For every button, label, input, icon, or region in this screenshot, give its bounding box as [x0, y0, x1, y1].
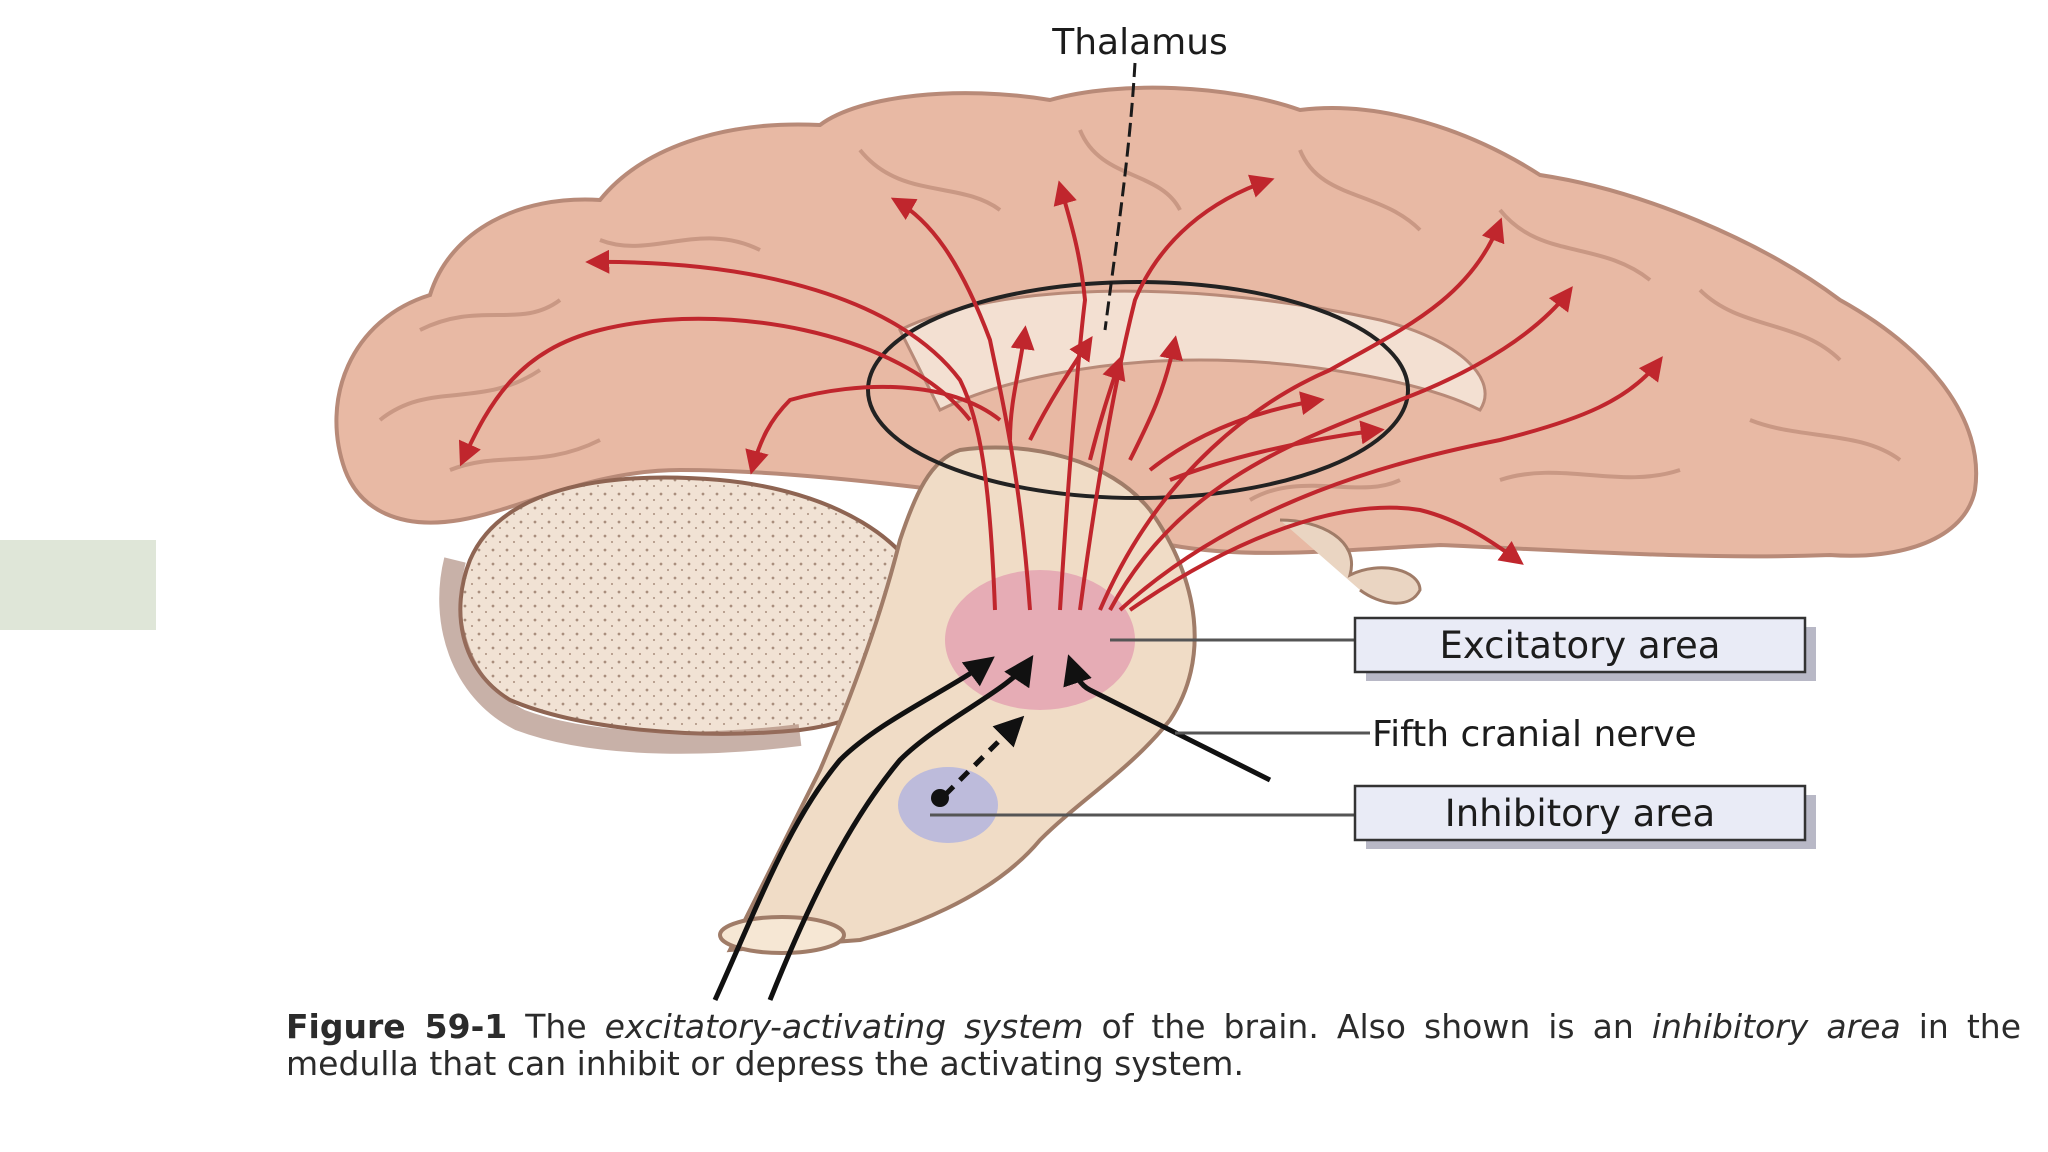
side-decorative-block	[0, 540, 156, 630]
inhibitory-area-region	[898, 767, 998, 843]
thalamus-leader-line	[1103, 62, 1137, 331]
caption-emphasis-2: inhibitory area	[1651, 1007, 1901, 1046]
brainstem	[726, 445, 1197, 953]
gyri-lines	[378, 129, 1902, 502]
excitatory-area-label: Excitatory area	[1440, 624, 1721, 667]
pituitary	[1279, 518, 1422, 605]
caption-emphasis-1: excitatory-activating system	[604, 1007, 1084, 1046]
ascending-fibers	[712, 654, 1272, 1002]
corpus-callosum	[897, 289, 1487, 413]
inhibitory-link	[931, 715, 1025, 807]
thalamus-label: Thalamus	[1051, 22, 1228, 63]
figure-caption: Figure 59-1 The excitatory-activating sys…	[286, 1008, 2021, 1082]
inhibitory-area-label: Inhibitory area	[1445, 792, 1715, 835]
spinal-cord-end	[718, 915, 846, 955]
fifth-cranial-nerve-label: Fifth cranial nerve	[1372, 714, 1697, 755]
activation-arrows	[458, 174, 1663, 612]
figure-number: Figure 59-1	[286, 1007, 508, 1046]
caption-text-1: The	[525, 1007, 605, 1046]
thalamus-circle	[866, 280, 1410, 500]
caption-text-2: of the brain. Also shown is an	[1083, 1007, 1652, 1046]
caption-text-3: in the medulla that can inhibit or depre…	[286, 1007, 2021, 1083]
excitatory-label-box	[1353, 616, 1816, 681]
inhibitory-label-box	[1353, 784, 1816, 849]
